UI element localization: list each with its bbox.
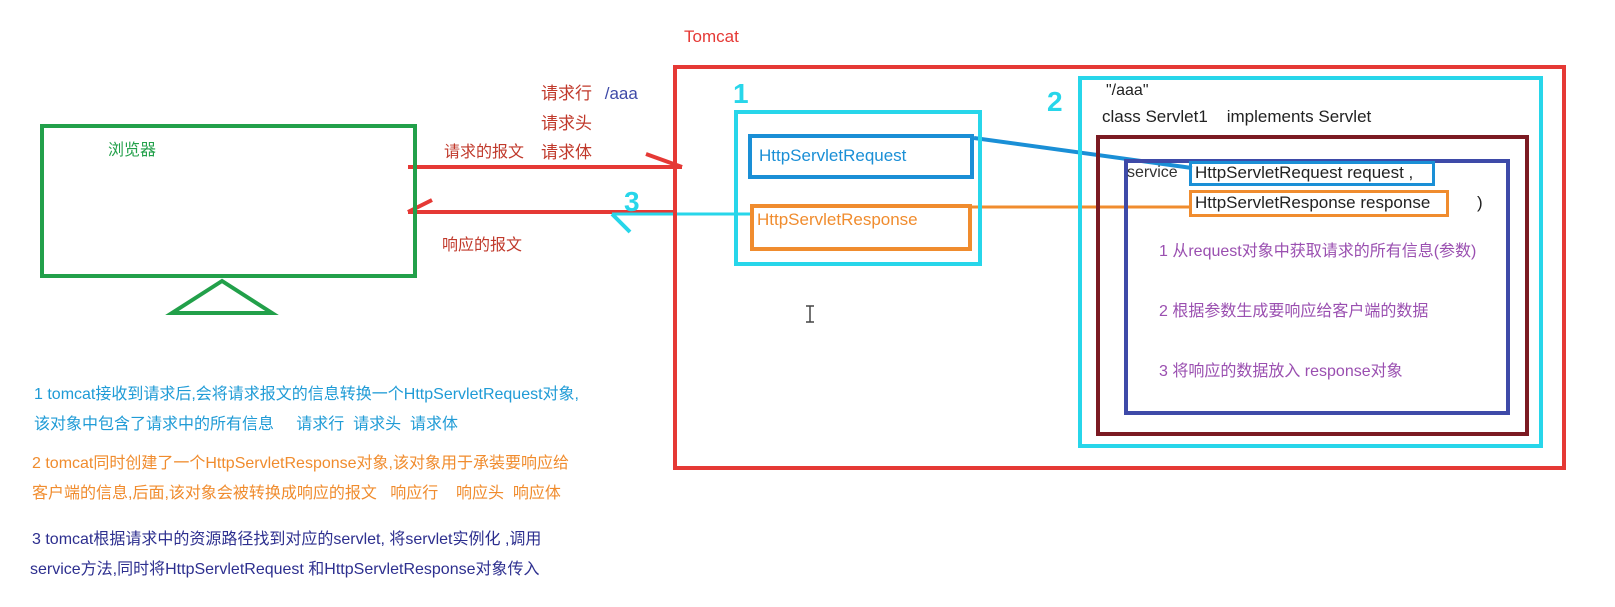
service-request-param: HttpServletRequest request , [1195,163,1414,182]
note-3-line-2: service方法,同时将HttpServletRequest 和HttpSer… [30,561,540,578]
request-line-text: 请求行 [541,84,592,103]
servlet-step-2: 2 根据参数生成要响应给客户端的数据 [1159,303,1429,320]
servlet-step-1: 1 从request对象中获取请求的所有信息(参数) [1159,243,1477,260]
note-2-line-1: 2 tomcat同时创建了一个HttpServletResponse对象,该对象… [32,455,569,472]
response-message-label: 响应的报文 [442,237,523,254]
request-param-line [973,136,1193,170]
request-header-label: 请求头 [541,114,592,133]
request-object-box [748,134,974,179]
step-number-3: 3 [624,186,640,217]
browser-monitor [40,124,417,278]
response-object-box [750,204,972,251]
request-message-label: 请求的报文 [444,144,525,161]
text-cursor-icon [806,305,814,323]
servlet-class-box [1096,135,1529,436]
servlet-step-3: 3 将响应的数据放入 response对象 [1159,363,1403,380]
servlet-mapping-box [1078,76,1543,448]
service-close-paren: ) [1477,193,1483,212]
step-number-2: 2 [1047,86,1063,117]
step-number-1: 1 [733,78,749,109]
tomcat-container [673,65,1566,470]
tomcat-label: Tomcat [684,27,739,46]
response-object-label: HttpServletResponse [757,210,918,229]
service-method-name: service [1127,164,1178,181]
return-arrow-head [610,212,632,234]
note-1-line-1: 1 tomcat接收到请求后,会将请求报文的信息转换一个HttpServletR… [34,386,579,403]
browser-label: 浏览器 [108,142,157,159]
note-2-line-2: 客户端的信息,后面,该对象会被转换成响应的报文 响应行 响应头 响应体 [32,485,561,502]
note-1-line-2: 该对象中包含了请求中的所有信息 请求行 请求头 请求体 [34,416,459,433]
objects-box [734,110,982,266]
request-line-label: 请求行 /aaa [541,79,638,104]
response-arrow-head [407,198,433,214]
service-response-param-box [1189,190,1449,217]
monitor-stand [165,278,279,315]
servlet-mapping: "/aaa" [1106,82,1149,99]
request-path: /aaa [604,84,638,103]
service-response-param: HttpServletResponse response [1195,193,1431,212]
request-object-label: HttpServletRequest [759,146,907,165]
servlet-class-declaration: class Servlet1 implements Servlet [1102,107,1372,126]
request-body-label: 请求体 [541,143,592,162]
note-3-line-1: 3 tomcat根据请求中的资源路径找到对应的servlet, 将servlet… [32,531,542,548]
service-request-param-box [1189,161,1435,186]
